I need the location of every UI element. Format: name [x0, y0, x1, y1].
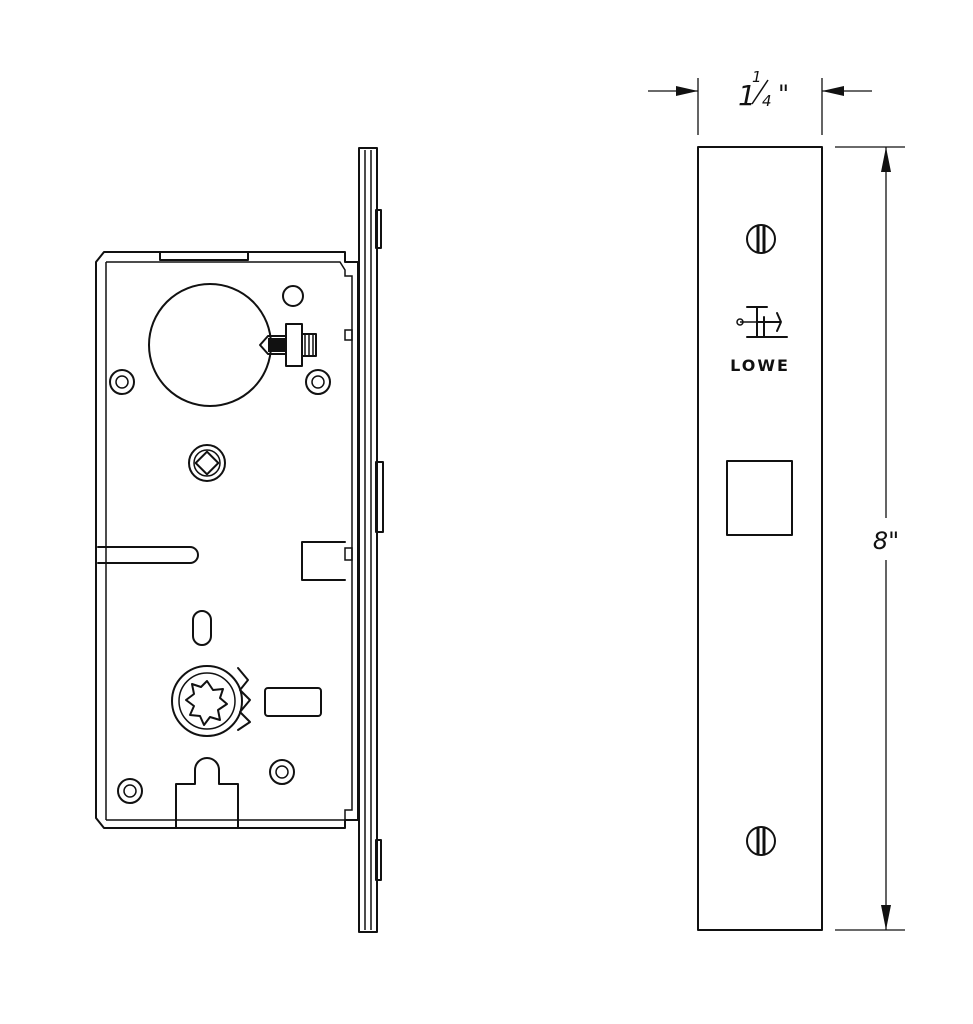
- armor-front-plate: [358, 147, 384, 933]
- brand-name: LOWE: [730, 356, 790, 375]
- bottom-notch: [175, 757, 239, 829]
- width-numerator: 1: [752, 68, 762, 86]
- bottom-screw-icon: [746, 826, 776, 856]
- arrow-down-icon: [881, 905, 891, 930]
- arrow-right-icon: [676, 86, 698, 96]
- width-denominator: 4: [762, 92, 772, 110]
- width-unit: ": [778, 80, 789, 108]
- mounting-hole-bottom-right: [269, 759, 295, 785]
- oval-slot: [192, 610, 212, 646]
- arrow-up-icon: [881, 147, 891, 172]
- lock-case: [95, 251, 359, 829]
- arrow-left-icon: [822, 86, 844, 96]
- mounting-hole-top-left: [109, 369, 135, 395]
- mounting-hole-bottom-left: [117, 778, 143, 804]
- height-label: 8": [873, 527, 899, 555]
- small-hole-icon: [282, 285, 304, 307]
- height-dimension: 8": [835, 146, 905, 931]
- brand-logo-icon: [736, 306, 788, 338]
- spindle-hub-icon: [188, 444, 226, 482]
- latch-opening: [726, 460, 793, 536]
- cylinder-hole: [148, 283, 272, 407]
- width-whole: 1: [738, 79, 756, 112]
- top-screw-icon: [746, 224, 776, 254]
- mortise-lock-side-view: [95, 147, 384, 933]
- width-dimension: 1 1 4 ": [648, 68, 872, 135]
- faceplate-outline: [697, 146, 823, 931]
- lever-hub-icon: [171, 665, 251, 737]
- set-screw-icon: [259, 323, 317, 367]
- faceplate-front-view: LOWE: [697, 146, 823, 931]
- rect-slot: [264, 687, 322, 717]
- mounting-hole-top-right: [305, 369, 331, 395]
